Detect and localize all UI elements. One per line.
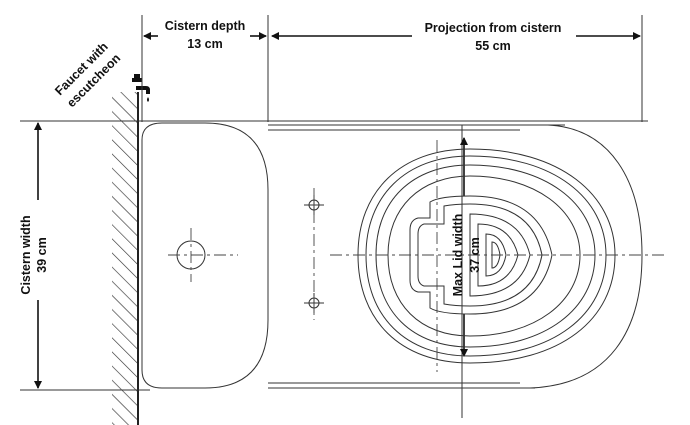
- dimension-arrows: [34, 32, 641, 389]
- cistern-depth-value: 13 cm: [187, 37, 222, 51]
- inner-bowl: [409, 195, 553, 315]
- bowl-body: [268, 124, 643, 389]
- fixing-holes: [304, 188, 324, 320]
- max-lid-width-title: Max Lid width: [451, 214, 465, 297]
- cistern-width-value: 39 cm: [35, 237, 49, 272]
- cistern-depth-title: Cistern depth: [165, 19, 246, 33]
- wall: [112, 92, 139, 425]
- centerlines: [330, 140, 664, 372]
- projection-title: Projection from cistern: [425, 21, 562, 35]
- faucet-icon: [132, 74, 150, 102]
- toilet-seat: [357, 148, 616, 364]
- projection-value: 55 cm: [475, 39, 510, 53]
- max-lid-width-value: 37 cm: [468, 237, 482, 272]
- extension-lines: [20, 15, 648, 418]
- cistern: [141, 122, 269, 389]
- cistern-width-title: Cistern width: [19, 215, 33, 294]
